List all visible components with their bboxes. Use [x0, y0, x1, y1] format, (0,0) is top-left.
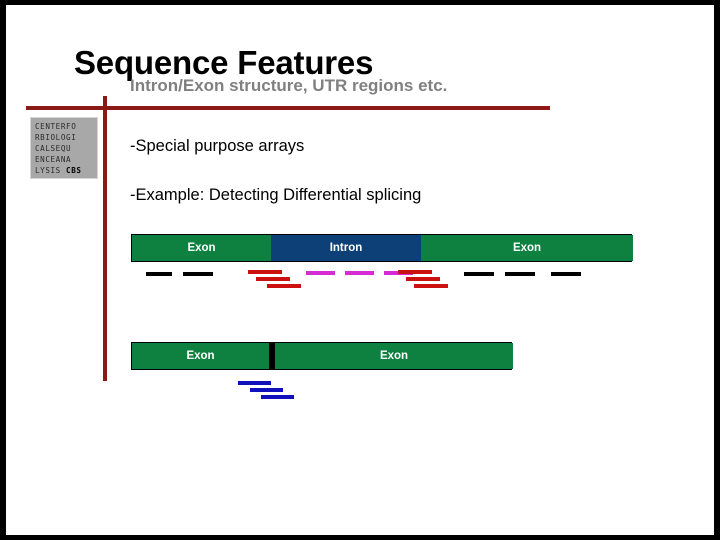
- probe-marker-0-8: [398, 270, 432, 274]
- probe-marker-0-6: [345, 271, 374, 275]
- segment-label: Intron: [329, 242, 363, 254]
- bullet-item-1: -Example: Detecting Differential splicin…: [130, 186, 422, 204]
- page-title: Sequence Features: [74, 44, 374, 81]
- logo-line-5: LYSIS CBS: [35, 165, 97, 176]
- vertical-rule: [103, 96, 107, 381]
- logo-line-2: RBIOLOGI: [35, 133, 77, 142]
- segment-exon-0-0: Exon: [132, 235, 271, 261]
- logo-line-4: ENCEANA: [35, 155, 72, 164]
- probe-marker-0-11: [464, 272, 494, 276]
- gene-model-spliced-out-intron: Exon Intron Exon: [131, 234, 633, 262]
- page-subtitle: Intron/Exon structure, UTR regions etc.: [130, 76, 448, 95]
- probe-marker-0-5: [306, 271, 335, 275]
- probe-marker-0-12: [505, 272, 535, 276]
- segment-exon-1-1: Exon: [275, 343, 513, 369]
- horizontal-rule: [26, 106, 550, 110]
- probe-marker-1-1: [250, 388, 283, 392]
- logo-mark: CBS: [66, 166, 82, 175]
- probe-marker-0-9: [406, 277, 440, 281]
- segment-exon-0-2: Exon: [421, 235, 633, 261]
- segment-intron-0-1: Intron: [271, 235, 421, 261]
- probe-marker-0-3: [256, 277, 290, 281]
- segment-label: Exon: [186, 350, 215, 362]
- logo-line-3: CALSEQU: [35, 144, 72, 153]
- cbs-logo: CENTERFO RBIOLOGI CALSEQU ENCEANA LYSIS …: [30, 117, 98, 179]
- segment-exon-1-0: Exon: [132, 343, 269, 369]
- probe-marker-0-13: [551, 272, 581, 276]
- exon-junction-divider: [269, 343, 275, 369]
- probe-marker-1-2: [261, 395, 294, 399]
- probe-marker-0-2: [248, 270, 282, 274]
- probe-marker-1-0: [238, 381, 271, 385]
- probe-marker-0-1: [183, 272, 213, 276]
- segment-label: Exon: [512, 242, 542, 254]
- probe-marker-0-10: [414, 284, 448, 288]
- gene-model-exon-exon-junction: Exon Exon: [131, 342, 513, 370]
- probe-marker-0-0: [146, 272, 172, 276]
- logo-line-1: CENTERFO: [35, 122, 77, 131]
- segment-label: Exon: [379, 350, 409, 362]
- probe-marker-0-4: [267, 284, 301, 288]
- bullet-item-0: -Special purpose arrays: [130, 137, 305, 155]
- logo-line-5-text: LYSIS: [35, 166, 61, 175]
- segment-label: Exon: [187, 242, 216, 254]
